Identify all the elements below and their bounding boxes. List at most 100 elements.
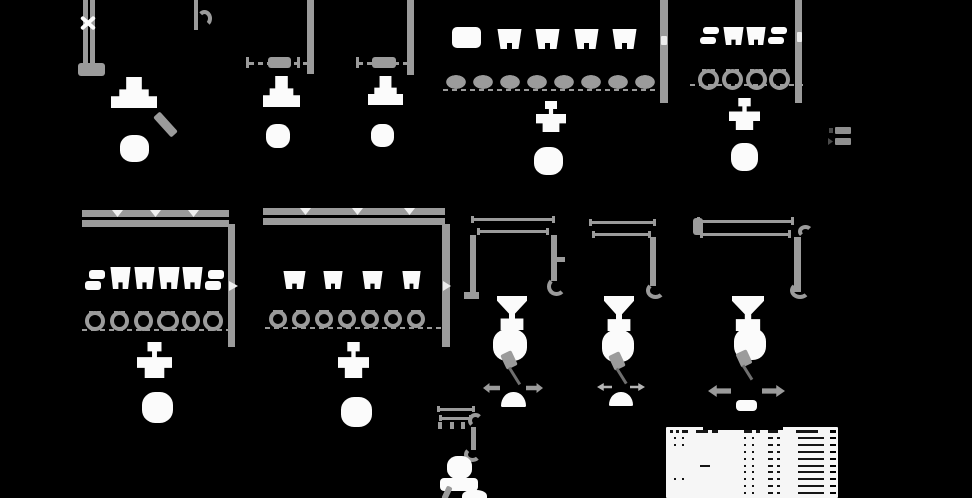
switch-icon[interactable] bbox=[769, 69, 790, 90]
bus-line bbox=[407, 0, 414, 75]
legend-item bbox=[829, 127, 851, 134]
generator-icon[interactable] bbox=[371, 124, 394, 147]
bus-line bbox=[470, 235, 476, 295]
generator-icon[interactable] bbox=[462, 490, 487, 498]
bus-line bbox=[650, 237, 656, 286]
load-icon[interactable] bbox=[402, 271, 421, 289]
table-row-tick bbox=[830, 485, 836, 488]
generator-icon[interactable] bbox=[266, 124, 290, 148]
bus-line bbox=[794, 237, 801, 292]
transformer-icon[interactable] bbox=[338, 342, 369, 378]
bus-tap-marker bbox=[352, 208, 363, 215]
table-cell-mark bbox=[682, 443, 684, 446]
generator-icon[interactable] bbox=[534, 147, 563, 175]
feeder-line bbox=[443, 89, 659, 91]
switch-icon[interactable] bbox=[315, 310, 333, 328]
device-icon[interactable] bbox=[501, 392, 526, 407]
load-icon[interactable] bbox=[497, 29, 522, 49]
bus-line bbox=[551, 235, 557, 281]
valve-transformer-icon[interactable] bbox=[497, 296, 527, 330]
switch-icon[interactable] bbox=[134, 311, 153, 331]
switch-icon[interactable] bbox=[85, 311, 105, 331]
load-icon[interactable] bbox=[746, 27, 766, 45]
generator-icon[interactable] bbox=[341, 397, 372, 427]
table-cell-mark bbox=[756, 430, 760, 433]
load-icon[interactable] bbox=[182, 267, 203, 289]
table-cell-mark bbox=[798, 478, 824, 481]
breaker-row[interactable] bbox=[443, 73, 657, 90]
transformer-icon[interactable] bbox=[368, 76, 403, 105]
load-icon[interactable] bbox=[283, 271, 306, 289]
flow-arrow-right-icon bbox=[630, 383, 645, 391]
generator-icon[interactable] bbox=[731, 143, 758, 171]
switch-icon[interactable] bbox=[269, 310, 287, 328]
table-row-tick bbox=[830, 450, 836, 453]
generator-icon[interactable] bbox=[447, 456, 472, 479]
bus-bar bbox=[263, 218, 445, 225]
table-cell-mark bbox=[796, 430, 818, 433]
transformer-icon[interactable] bbox=[111, 77, 157, 108]
breaker-icon[interactable] bbox=[78, 63, 105, 76]
generator-icon[interactable] bbox=[120, 135, 149, 162]
load-icon[interactable] bbox=[134, 267, 155, 289]
bus-tap-marker bbox=[112, 210, 123, 217]
switch-icon[interactable] bbox=[722, 69, 743, 90]
switch-icon[interactable] bbox=[157, 311, 179, 331]
transformer-icon[interactable] bbox=[263, 76, 300, 107]
switch-icon[interactable] bbox=[384, 310, 402, 328]
transformer-icon[interactable] bbox=[536, 101, 566, 132]
bus-marker bbox=[797, 32, 802, 42]
table-cell-mark bbox=[752, 478, 754, 481]
feeder-line bbox=[82, 329, 234, 331]
table-cell-mark bbox=[682, 436, 684, 439]
switch-icon[interactable] bbox=[292, 310, 310, 328]
load-icon[interactable] bbox=[110, 267, 131, 289]
table-row-tick bbox=[830, 478, 836, 481]
table-top-border bbox=[703, 427, 783, 430]
table-cell-mark bbox=[696, 430, 708, 433]
switch-icon[interactable] bbox=[338, 310, 356, 328]
connector-line bbox=[741, 364, 754, 381]
valve-transformer-icon[interactable] bbox=[604, 296, 634, 331]
switch-icon[interactable] bbox=[203, 311, 223, 331]
table-cell-mark bbox=[676, 430, 679, 433]
load-icon[interactable] bbox=[700, 27, 720, 44]
breaker-icon[interactable] bbox=[372, 57, 396, 68]
table-cell-mark bbox=[682, 430, 688, 433]
breaker-icon[interactable] bbox=[268, 57, 291, 68]
load-icon[interactable] bbox=[158, 267, 180, 289]
load-icon[interactable] bbox=[612, 29, 637, 49]
load-icon[interactable] bbox=[323, 271, 343, 289]
switch-icon[interactable] bbox=[698, 69, 719, 90]
device-icon[interactable] bbox=[736, 400, 757, 411]
bus-bar bbox=[82, 220, 229, 227]
load-icon[interactable] bbox=[768, 27, 788, 44]
generator-icon[interactable] bbox=[142, 392, 173, 423]
table-cell-mark bbox=[752, 492, 754, 495]
switch-icon[interactable] bbox=[361, 310, 379, 328]
feeder-line bbox=[697, 217, 794, 225]
transformer-icon[interactable] bbox=[137, 342, 172, 378]
device-icon[interactable] bbox=[609, 392, 633, 406]
switch-icon[interactable] bbox=[182, 311, 200, 331]
load-icon[interactable] bbox=[85, 270, 105, 290]
feeder-line bbox=[690, 84, 804, 86]
load-icon[interactable] bbox=[723, 27, 744, 45]
load-icon[interactable] bbox=[205, 270, 225, 290]
table-cell-mark bbox=[777, 457, 780, 460]
open-switch-icon[interactable] bbox=[79, 14, 97, 30]
transformer-icon[interactable] bbox=[729, 98, 760, 130]
load-icon[interactable] bbox=[535, 29, 560, 49]
table-row-tick bbox=[830, 436, 836, 439]
switch-icon[interactable] bbox=[407, 310, 425, 328]
table-cell-mark bbox=[674, 443, 676, 446]
load-icon[interactable] bbox=[362, 271, 383, 289]
table-cell-mark bbox=[674, 436, 676, 439]
switch-icon[interactable] bbox=[110, 311, 129, 331]
switch-icon[interactable] bbox=[746, 69, 767, 90]
breaker-icon[interactable] bbox=[693, 218, 703, 235]
bus-line bbox=[90, 0, 95, 73]
load-icon[interactable] bbox=[452, 27, 481, 48]
valve-transformer-icon[interactable] bbox=[732, 296, 764, 331]
load-icon[interactable] bbox=[574, 29, 599, 49]
